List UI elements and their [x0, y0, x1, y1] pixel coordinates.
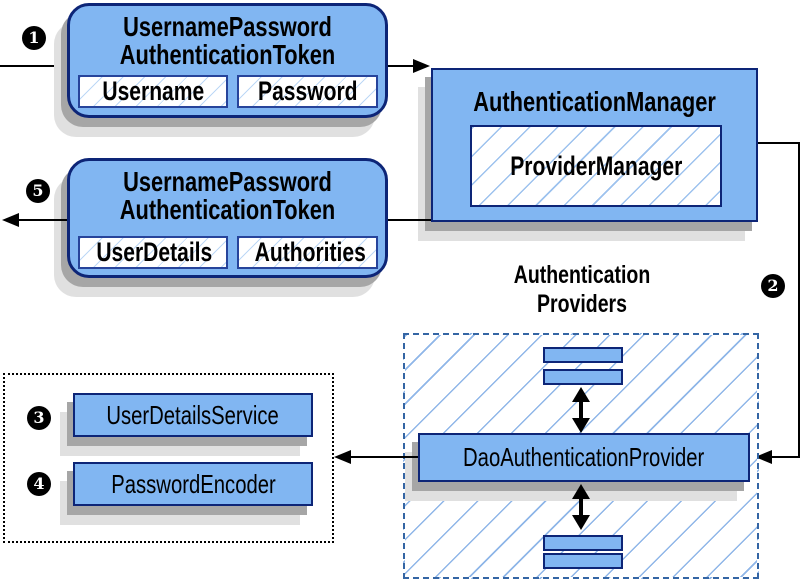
authentication-providers-label-line1: Authentication — [513, 261, 651, 289]
arrowhead-down-icon — [572, 418, 590, 433]
authorities-field-label: Authorities — [254, 237, 366, 267]
step-badge-3: 3 — [27, 406, 51, 430]
authentication-manager-title-text: AuthenticationManager — [473, 86, 716, 117]
password-field-label: Password — [257, 76, 358, 106]
dao-authentication-provider-box: DaoAuthenticationProvider — [418, 433, 750, 482]
authorities-field-box: Authorities — [237, 236, 378, 269]
provider-manager-label: ProviderManager — [509, 151, 683, 181]
username-field-label: Username — [102, 76, 204, 106]
provider-bar-bottom-2 — [543, 553, 623, 569]
connector-incoming-request — [0, 65, 67, 67]
username-field-box: Username — [78, 75, 228, 108]
dao-authentication-provider-label: DaoAuthenticationProvider — [463, 442, 705, 472]
arrowhead-down-icon — [572, 515, 590, 530]
provider-bar-top-2 — [543, 369, 623, 385]
services-dotted-box — [3, 373, 334, 543]
arrowhead-right-icon — [413, 59, 430, 73]
connector-dao-to-services — [350, 456, 418, 458]
connector-into-providers-h — [771, 456, 800, 458]
password-field-box: Password — [237, 75, 378, 108]
step-badge-1: 1 — [22, 26, 46, 50]
step-badge-4: 4 — [27, 472, 51, 496]
user-details-field-label: UserDetails — [96, 237, 213, 267]
double-arrow-top — [570, 387, 592, 433]
password-encoder-box: PasswordEncoder — [73, 462, 313, 506]
connector-manager-right-v — [798, 142, 800, 458]
arrow-shaft — [579, 399, 583, 421]
provider-manager-box: ProviderManager — [470, 125, 722, 207]
password-encoder-label: PasswordEncoder — [110, 469, 276, 499]
response-token-title-line1: UsernamePassword — [123, 166, 332, 197]
arrowhead-left-out-icon — [2, 213, 19, 227]
connector-token-to-manager — [388, 65, 415, 67]
response-token-box: UsernamePassword AuthenticationToken Use… — [67, 158, 388, 278]
arrowhead-left-services-icon — [334, 450, 351, 464]
arrowhead-up-icon — [572, 387, 590, 402]
authentication-providers-label: Authentication Providers — [462, 261, 702, 319]
request-token-title-line2: AuthenticationToken — [119, 39, 336, 70]
request-token-title: UsernamePassword AuthenticationToken — [105, 13, 351, 69]
arrow-shaft — [579, 496, 583, 518]
provider-bar-bottom-1 — [543, 535, 623, 551]
response-token-title: UsernamePassword AuthenticationToken — [105, 168, 351, 224]
connector-outgoing-response — [17, 219, 67, 221]
arrowhead-up-icon — [572, 484, 590, 499]
arrowhead-left-providers-icon — [755, 450, 772, 464]
request-token-box: UsernamePassword AuthenticationToken Use… — [67, 3, 388, 118]
request-token-title-line1: UsernamePassword — [123, 11, 332, 42]
provider-bar-top-1 — [543, 347, 623, 363]
authentication-manager-title: AuthenticationManager — [433, 86, 756, 118]
authentication-manager-box: AuthenticationManager ProviderManager — [431, 68, 758, 222]
user-details-service-label: UserDetailsService — [106, 400, 280, 430]
step-badge-5: 5 — [26, 179, 50, 203]
connector-manager-to-response — [388, 219, 431, 221]
step-badge-2: 2 — [761, 274, 785, 298]
user-details-service-box: UserDetailsService — [73, 393, 313, 437]
authentication-providers-label-line2: Providers — [537, 290, 627, 318]
user-details-field-box: UserDetails — [78, 236, 228, 269]
connector-manager-right-h — [758, 142, 800, 144]
double-arrow-bottom — [570, 484, 592, 530]
response-token-title-line2: AuthenticationToken — [119, 194, 336, 225]
